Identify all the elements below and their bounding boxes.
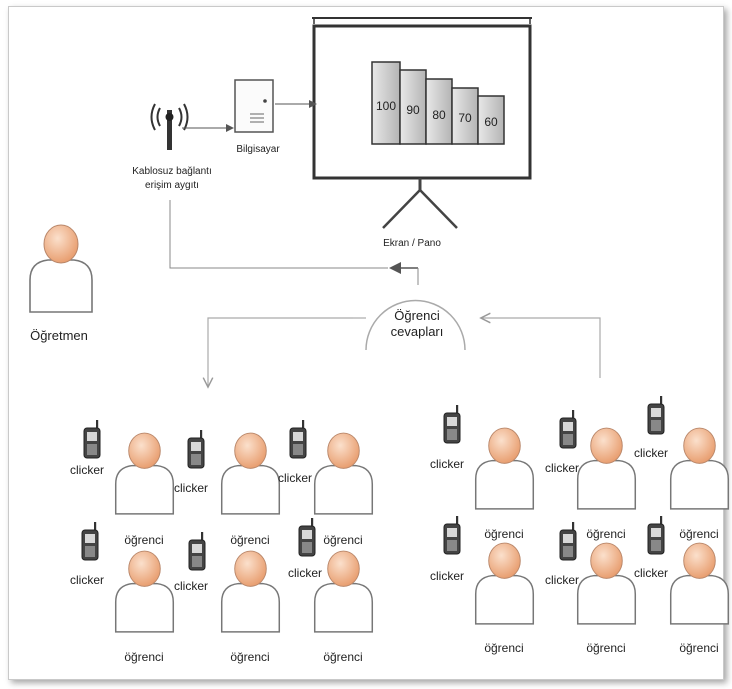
student-label: öğrenci — [124, 533, 163, 547]
clicker-phone-icon — [559, 522, 577, 561]
student-person-icon — [669, 427, 730, 510]
student-person-icon — [669, 542, 730, 625]
student-person-icon — [114, 550, 175, 633]
clicker-label: clicker — [634, 446, 668, 460]
answers-label-2: cevapları — [391, 324, 444, 339]
clicker-label: clicker — [430, 457, 464, 471]
student-person-icon — [474, 427, 535, 510]
student-label: öğrenci — [586, 527, 625, 541]
screen-label: Ekran / Pano — [383, 238, 441, 249]
computer-label: Bilgisayar — [236, 144, 280, 155]
bar-label-1: 100 — [376, 99, 396, 113]
student-label: öğrenci — [484, 527, 523, 541]
clicker-phone-icon — [188, 532, 206, 571]
wireless-access-point-icon — [150, 103, 189, 150]
connectors — [169, 100, 601, 386]
student-person-icon — [576, 427, 637, 510]
student-label: öğrenci — [230, 533, 269, 547]
student-person-icon — [220, 550, 281, 633]
clicker-label: clicker — [278, 471, 312, 485]
clicker-phone-icon — [83, 420, 101, 459]
bar-chart: 100 90 80 70 60 — [371, 61, 505, 145]
bar-4 — [451, 87, 479, 145]
student-person-icon — [576, 542, 637, 625]
clicker-label: clicker — [545, 461, 579, 475]
student-label: öğrenci — [323, 650, 362, 664]
student-person-icon — [474, 542, 535, 625]
computer-icon — [234, 79, 274, 133]
clicker-phone-icon — [647, 396, 665, 435]
student-group-left: clicker clicker clicker clicker clicker … — [70, 420, 374, 664]
bar-5 — [477, 95, 505, 145]
clicker-label: clicker — [288, 566, 322, 580]
student-label: öğrenci — [679, 641, 718, 655]
bar-label-2: 90 — [406, 103, 420, 117]
bar-2 — [399, 69, 427, 145]
clicker-phone-icon — [187, 430, 205, 469]
student-person-icon — [220, 432, 281, 515]
student-group-right: clicker clicker clicker clicker clicker … — [430, 396, 730, 655]
student-label: öğrenci — [323, 533, 362, 547]
bar-3 — [425, 78, 453, 145]
clicker-phone-icon — [289, 420, 307, 459]
student-label: öğrenci — [124, 650, 163, 664]
bar-label-3: 80 — [432, 108, 446, 122]
student-person-icon — [313, 432, 374, 515]
student-person-icon — [313, 550, 374, 633]
teacher-person-icon — [29, 224, 93, 313]
clicker-phone-icon — [647, 516, 665, 555]
clicker-phone-icon — [443, 516, 461, 555]
bar-label-5: 60 — [484, 115, 498, 129]
clicker-phone-icon — [81, 522, 99, 561]
student-label: öğrenci — [230, 650, 269, 664]
student-person-icon — [114, 432, 175, 515]
clicker-label: clicker — [174, 579, 208, 593]
teacher-label: Öğretmen — [30, 328, 88, 343]
clicker-phone-icon — [298, 518, 316, 557]
clicker-label: clicker — [545, 573, 579, 587]
access-point-label-2: erişim aygıtı — [145, 180, 199, 191]
answers-label-1: Öğrenci — [394, 308, 440, 323]
student-label: öğrenci — [586, 641, 625, 655]
clicker-label: clicker — [70, 463, 104, 477]
clicker-label: clicker — [174, 481, 208, 495]
access-point-label-1: Kablosuz bağlantı — [132, 166, 212, 177]
bar-label-4: 70 — [458, 111, 472, 125]
clicker-phone-icon — [443, 405, 461, 444]
clicker-phone-icon — [559, 410, 577, 449]
clicker-label: clicker — [70, 573, 104, 587]
clicker-label: clicker — [430, 569, 464, 583]
clicker-label: clicker — [634, 566, 668, 580]
student-label: öğrenci — [484, 641, 523, 655]
student-label: öğrenci — [679, 527, 718, 541]
